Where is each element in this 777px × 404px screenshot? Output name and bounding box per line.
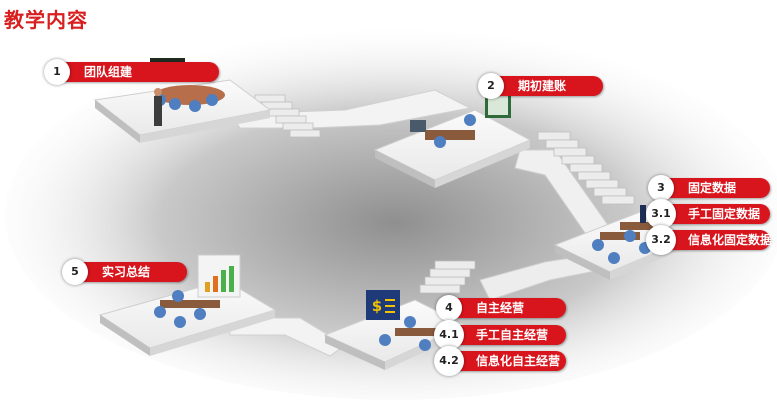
step-5-label: 实习总结 bbox=[102, 265, 151, 279]
step-3-2-number: 3.2 bbox=[646, 225, 676, 255]
stairs-2 bbox=[537, 131, 635, 205]
step-2-label: 期初建账 bbox=[518, 79, 567, 93]
step-4-2-label: 信息化自主经营 bbox=[476, 354, 561, 368]
step-2-tag: 2 期初建账 bbox=[478, 73, 603, 99]
step-4-number: 4 bbox=[436, 295, 462, 321]
platform-2 bbox=[373, 90, 532, 188]
step-3-1-number: 3.1 bbox=[646, 199, 676, 229]
teacher-figure bbox=[640, 205, 646, 223]
step-4-1-number: 4.1 bbox=[434, 320, 464, 350]
step-4-1-tag: 4.1 手工自主经营 bbox=[434, 320, 566, 350]
step-4-1-label: 手工自主经营 bbox=[476, 328, 549, 342]
platform-1: M bbox=[93, 58, 272, 143]
presenter-figure bbox=[154, 96, 162, 126]
step-3-1-tag: 3.1 手工固定数据 bbox=[646, 199, 770, 229]
step-5-tag: 5 实习总结 bbox=[62, 259, 187, 285]
step-5-number: 5 bbox=[62, 259, 88, 285]
page-title: 教学内容 bbox=[4, 8, 88, 32]
step-3-number: 3 bbox=[648, 175, 674, 201]
stairs-1 bbox=[254, 94, 321, 138]
platform-5 bbox=[98, 254, 277, 356]
step-1-tag: 1 团队组建 bbox=[44, 59, 219, 85]
step-4-2-tag: 4.2 信息化自主经营 bbox=[434, 346, 566, 376]
dollar-icon: $ bbox=[372, 297, 382, 315]
step-3-2-tag: 3.2 信息化固定数据 bbox=[646, 225, 773, 255]
step-3-label: 固定数据 bbox=[688, 181, 737, 195]
step-3-1-label: 手工固定数据 bbox=[688, 207, 761, 221]
step-2-number: 2 bbox=[478, 73, 504, 99]
stairs-3 bbox=[419, 260, 476, 294]
walkway-4-5 bbox=[229, 317, 346, 357]
step-3-2-label: 信息化固定数据 bbox=[688, 233, 773, 247]
step-4-2-number: 4.2 bbox=[434, 346, 464, 376]
step-1-number: 1 bbox=[44, 59, 70, 85]
step-1-label: 团队组建 bbox=[84, 65, 133, 79]
step-4-label: 自主经营 bbox=[476, 301, 525, 315]
step-3-tag: 3 固定数据 bbox=[648, 175, 770, 201]
step-4-tag: 4 自主经营 bbox=[436, 295, 566, 321]
